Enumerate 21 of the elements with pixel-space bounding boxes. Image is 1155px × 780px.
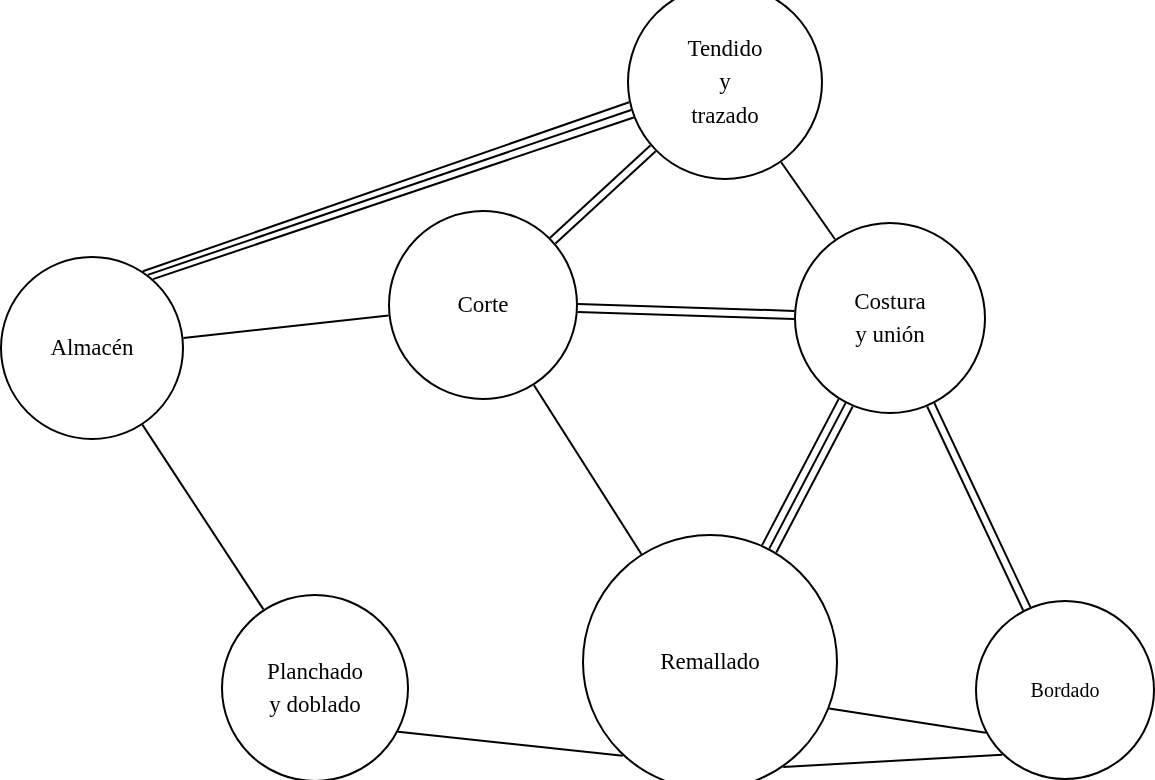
connector-line bbox=[768, 402, 847, 550]
connector-line bbox=[780, 161, 836, 241]
node-label: Costura y unión bbox=[853, 287, 927, 349]
node-label: Almacén bbox=[50, 334, 134, 363]
connector-line bbox=[761, 398, 840, 547]
connector-line bbox=[782, 753, 1004, 768]
node-label: Remallado bbox=[660, 648, 760, 677]
connector-line bbox=[554, 150, 657, 245]
connector-line bbox=[926, 405, 1025, 612]
node-label: Tendido y trazado bbox=[686, 35, 764, 130]
node-label: Bordado bbox=[1030, 677, 1100, 703]
node-label: Planchado y doblado bbox=[266, 657, 364, 719]
connector-line bbox=[933, 402, 1032, 608]
connector-line bbox=[549, 144, 652, 239]
connector-line bbox=[828, 707, 987, 734]
node-label: Corte bbox=[457, 291, 509, 320]
connector-line bbox=[141, 423, 265, 611]
connector-line bbox=[775, 405, 854, 554]
connector-line bbox=[397, 730, 624, 757]
connector-line bbox=[533, 384, 643, 555]
connector-line bbox=[577, 303, 796, 312]
